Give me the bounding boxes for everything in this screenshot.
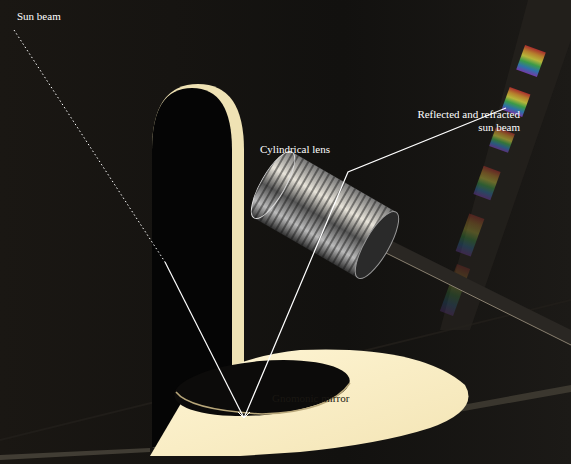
lens-label: Cylindrical lens [260, 143, 360, 156]
mirror-label: Gnomonic mirror [272, 392, 372, 405]
output-beam-label: Reflected and refracted sun beam [410, 108, 520, 134]
beam-label: Sun beam [17, 10, 107, 23]
